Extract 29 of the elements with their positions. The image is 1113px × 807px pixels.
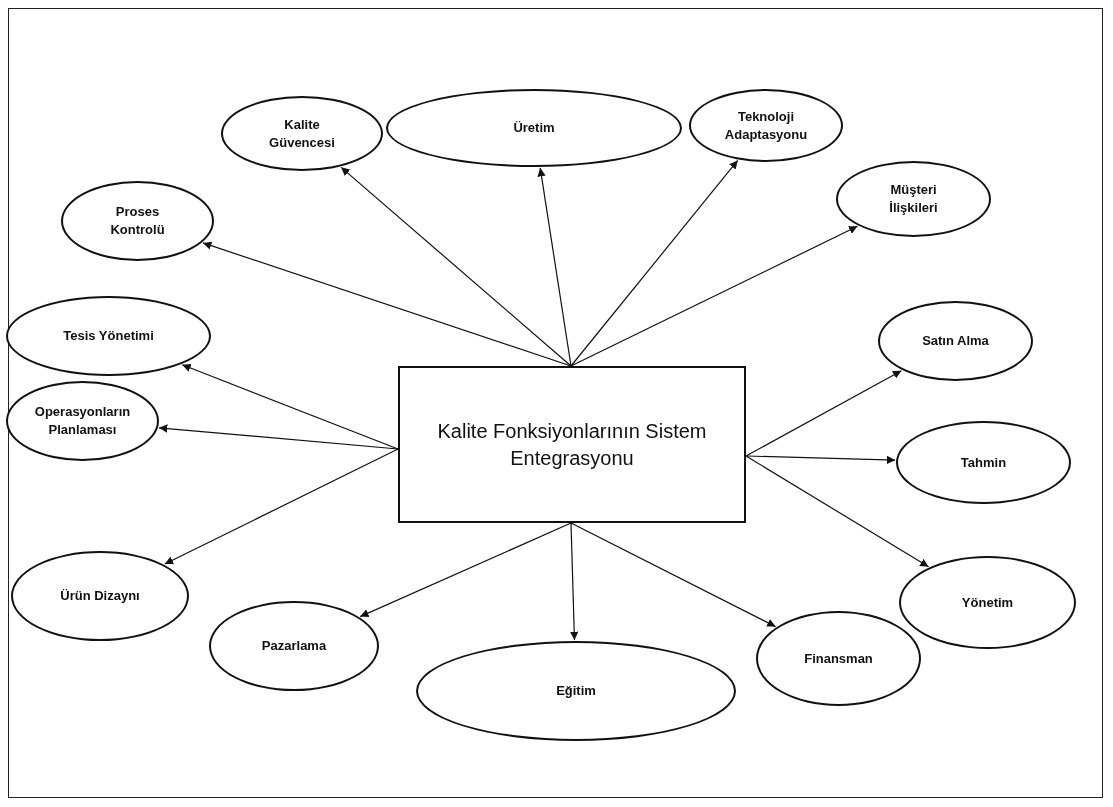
arrow [181,363,399,450]
node-label: Teknoloji Adaptasyonu [724,107,808,144]
node-label: Kalite Güvencesi [268,115,336,152]
node-label: Yönetim [961,593,1014,612]
node-label: Eğitim [556,682,596,700]
arrow [570,225,859,367]
node-label: Ürün Dizaynı [60,587,140,605]
arrow [537,167,572,367]
node-label: Tesis Yönetimi [63,327,154,345]
arrow [164,448,399,565]
arrow [359,522,572,618]
arrow [158,424,399,450]
node-label: Proses Kontrolü [109,203,166,239]
arrow [202,241,572,367]
arrow [570,522,579,641]
node-label: Satın Alma [922,332,989,350]
node-label: Tahmin [960,453,1007,472]
central-box [398,366,746,523]
arrow [570,159,739,367]
arrow [745,455,930,568]
arrow [745,455,896,465]
node-label: Finansman [804,649,873,668]
node-label: Pazarlama [261,637,327,655]
node-label: Operasyonların Planlaması [34,403,131,439]
node-label: Kalite Fonksiyonlarının Sistem Entegrasyonu [436,418,708,471]
arrow [570,522,777,628]
arrow [745,370,902,457]
node-label: Müşteri İlişkileri [888,181,939,217]
node-label: Üretim [513,119,555,137]
